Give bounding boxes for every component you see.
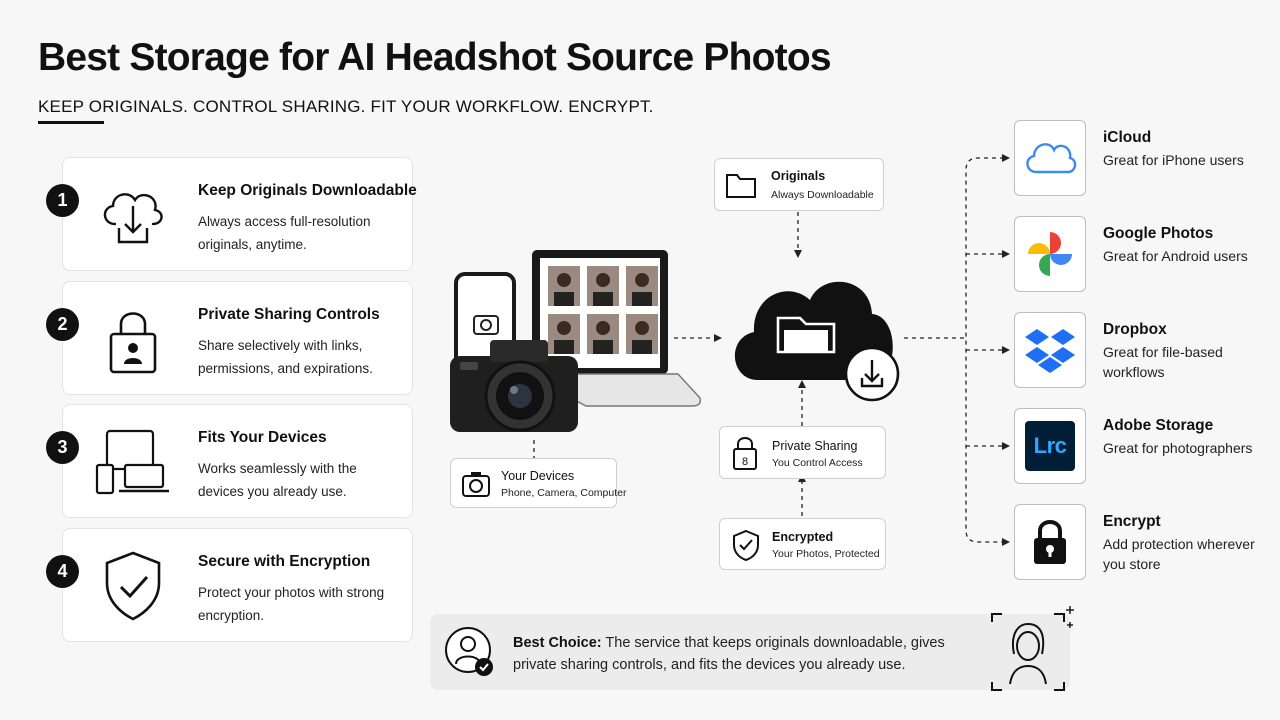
shield-check-icon — [105, 551, 161, 621]
cloud-storage-icon — [734, 281, 900, 402]
camera-icon — [462, 472, 490, 497]
best-choice-text: Best Choice: The service that keeps orig… — [513, 632, 983, 676]
private-sharing-node: 8 Private Sharing You Control Access — [719, 426, 886, 479]
icloud-tile — [1014, 120, 1086, 196]
encrypted-node: Encrypted Your Photos, Protected — [719, 518, 886, 570]
padlock-icon — [1034, 520, 1066, 564]
step-number-badge: 2 — [46, 308, 79, 341]
service-name: iCloud — [1103, 129, 1152, 146]
verified-user-icon — [445, 627, 493, 676]
lock-digit: 8 — [742, 456, 748, 468]
private-sharing-subtitle: You Control Access — [772, 457, 863, 469]
service-description: Great for file-based workflows — [1103, 344, 1223, 380]
your-devices-subtitle: Phone, Camera, Computer — [501, 487, 627, 499]
step-number-badge: 3 — [46, 431, 79, 464]
private-sharing-title: Private Sharing — [772, 439, 858, 453]
encrypted-title: Encrypted — [772, 530, 834, 544]
adobe-storage-tile: Lrc — [1014, 408, 1086, 484]
dropbox-tile — [1014, 312, 1086, 388]
page-subtitle: KEEP ORIGINALS. CONTROL SHARING. FIT YOU… — [38, 97, 654, 116]
feature-card-devices: 3 Fits Your Devices Works seamlessly wit… — [46, 404, 413, 518]
feature-description: Works seamlessly with the devices you al… — [198, 461, 357, 499]
service-name: Adobe Storage — [1103, 417, 1214, 434]
service-name: Google Photos — [1103, 225, 1214, 242]
encrypt-tile — [1014, 504, 1086, 580]
google-photos-icon — [1028, 232, 1072, 276]
step-number-badge: 1 — [46, 184, 79, 217]
devices-icon — [95, 429, 169, 495]
feature-title: Keep Originals Downloadable — [198, 182, 417, 199]
step-number-badge: 4 — [46, 555, 79, 588]
service-description: Great for iPhone users — [1103, 152, 1244, 168]
service-name: Encrypt — [1103, 513, 1161, 530]
feature-title: Secure with Encryption — [198, 553, 371, 570]
feature-title: Private Sharing Controls — [198, 306, 380, 323]
service-name: Dropbox — [1103, 321, 1167, 338]
headshot-thumbnails — [548, 266, 658, 354]
folder-icon — [726, 174, 756, 198]
shield-check-icon — [733, 529, 759, 561]
your-devices-title: Your Devices — [501, 469, 575, 483]
originals-title: Originals — [771, 169, 826, 183]
feature-card-sharing: 2 Private Sharing Controls Share selecti… — [46, 281, 413, 395]
folder-icon — [776, 316, 836, 354]
service-description: Great for Android users — [1103, 248, 1248, 264]
devices-illustration — [450, 250, 702, 432]
your-devices-node: Your Devices Phone, Camera, Computer — [450, 458, 626, 508]
feature-description: Protect your photos with strong encrypti… — [198, 585, 385, 623]
headshot-frame-icon — [991, 606, 1074, 691]
best-choice-banner — [430, 614, 1070, 690]
feature-title: Fits Your Devices — [198, 429, 327, 446]
lightroom-logo-text: Lrc — [1033, 433, 1067, 458]
page-title: Best Storage for AI Headshot Source Phot… — [38, 36, 832, 79]
feature-description: Always access full-resolution originals,… — [198, 214, 371, 252]
best-choice-body: The service that keeps originals downloa… — [513, 635, 945, 673]
dropbox-icon — [1025, 329, 1075, 373]
service-description: Great for photographers — [1103, 440, 1253, 456]
google-photos-tile — [1014, 216, 1086, 292]
lock-icon: 8 — [733, 437, 757, 470]
feature-card-originals: 1 Keep Originals Downloadable Always acc… — [46, 157, 417, 271]
lock-person-icon — [109, 312, 157, 374]
feature-description: Share selectively with links, permission… — [198, 338, 373, 376]
download-badge-icon — [844, 346, 900, 402]
icloud-icon — [1026, 143, 1077, 174]
encrypted-subtitle: Your Photos, Protected — [772, 548, 880, 560]
title-underline — [38, 121, 104, 124]
camera-illustration — [450, 340, 578, 432]
originals-subtitle: Always Downloadable — [771, 189, 874, 201]
lightroom-icon: Lrc — [1025, 421, 1075, 471]
service-description: Add protection wherever you store — [1103, 536, 1255, 572]
best-choice-lead: Best Choice: — [513, 635, 602, 651]
cloud-download-icon — [103, 193, 163, 244]
originals-node: Originals Always Downloadable — [714, 158, 884, 211]
feature-card-encryption: 4 Secure with Encryption Protect your ph… — [46, 528, 413, 642]
